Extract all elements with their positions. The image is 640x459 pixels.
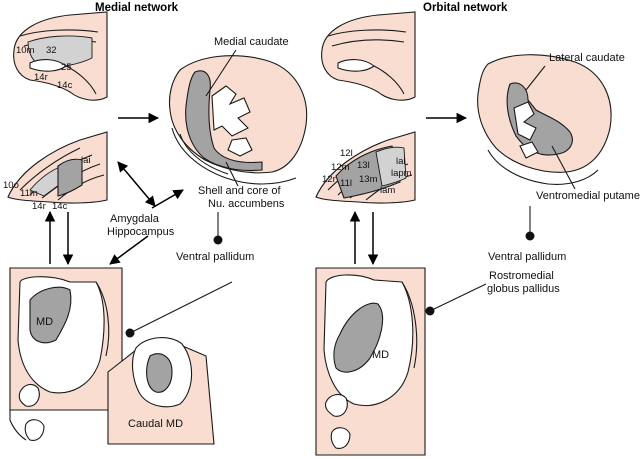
- area-lam-label: lam: [380, 185, 395, 196]
- medial-thalamus: MD: [9, 267, 123, 441]
- arrow-amygdala-to-striatum: [151, 189, 184, 209]
- globus-pallidus-label-line2: globus pallidus: [487, 283, 560, 295]
- medial-cortex-medial-view: 10m 32 25 14r 14c: [13, 11, 108, 101]
- arrow-cortex-amygdala: [117, 161, 156, 207]
- orbital-md-region: [333, 302, 384, 373]
- area-10m-label: 10m: [16, 45, 35, 56]
- area-12r-label: 12r: [322, 174, 336, 185]
- area-11l-label: 11l: [340, 178, 352, 189]
- area-11m-label: 11m: [20, 188, 38, 199]
- area-14c-label: 14c: [57, 80, 73, 91]
- orbital-md-dot: [425, 306, 435, 316]
- area-10o-label: 10o: [3, 180, 19, 191]
- arrow-amygdala-to-md: [109, 235, 149, 265]
- orbital-striatum: [477, 54, 612, 190]
- medial-striatum: [168, 49, 308, 187]
- medial-pallidum-to-md: [131, 281, 233, 333]
- area-lai-label: lai: [81, 155, 91, 166]
- caudal-md-region: [146, 353, 173, 393]
- medial-pallidum-dot: [213, 235, 223, 245]
- area-13l-label: 13l: [357, 160, 370, 171]
- medial-md-label: MD: [36, 316, 53, 328]
- orbital-ventral-pallidum-label: Ventral pallidum: [488, 251, 566, 263]
- lateral-caudate-label: Lateral caudate: [549, 52, 625, 64]
- accumbens-label-line2: Nu. accumbens: [208, 198, 285, 210]
- area-12m-label: 12m: [331, 162, 350, 173]
- area-14c-bottom-label: 14c: [52, 201, 68, 212]
- orbital-network-title: Orbital network: [423, 2, 508, 14]
- accumbens-label-line1: Shell and core of: [198, 185, 281, 197]
- medial-cortex-orbital-view: lai 10o 11m 14r 14c: [3, 131, 108, 212]
- orbital-pallidum-to-md: [431, 283, 487, 311]
- area-14r-bottom-label: 14r: [32, 201, 46, 212]
- amygdala-label: Amygdala: [110, 213, 160, 225]
- orbital-cortex-medial-view: [321, 11, 416, 101]
- medial-md-dot: [125, 328, 135, 338]
- area-32-label: 32: [46, 45, 57, 56]
- accumbens-leader: [225, 161, 239, 187]
- area-lal-label: lal: [396, 156, 406, 167]
- orbital-thalamus: MD: [315, 267, 426, 456]
- area-lapm-label: lapm: [391, 168, 412, 179]
- orbital-pallidum-dot: [525, 231, 535, 241]
- medial-md-region: [29, 286, 72, 344]
- globus-pallidus-label-line1: Rostromedial: [489, 270, 554, 282]
- hippocampus-label: Hippocampus: [107, 226, 175, 238]
- caudal-md-label: Caudal MD: [128, 418, 183, 430]
- ventromedial-putamen-leader: [551, 145, 576, 190]
- area-14r-label: 14r: [34, 72, 48, 83]
- area-13m-label: 13m: [359, 174, 378, 185]
- medial-caudate-leader: [205, 49, 237, 97]
- area-25-label: 25: [61, 62, 72, 73]
- medial-ventral-pallidum-label: Ventral pallidum: [176, 251, 254, 263]
- lateral-caudate-leader: [525, 65, 546, 91]
- ventromedial-putamen-label: Ventromedial putamen: [536, 190, 640, 202]
- orbital-md-label: MD: [372, 349, 389, 361]
- caudal-md-panel: Caudal MD: [107, 337, 215, 445]
- area-12l-label: 12l: [340, 148, 353, 159]
- orbital-cortex-orbital-view: 12l lal 12m 13l lapm 12r 11l 13m lam: [315, 131, 416, 204]
- medial-caudate-label: Medial caudate: [214, 36, 289, 48]
- medial-network-title: Medial network: [95, 2, 179, 14]
